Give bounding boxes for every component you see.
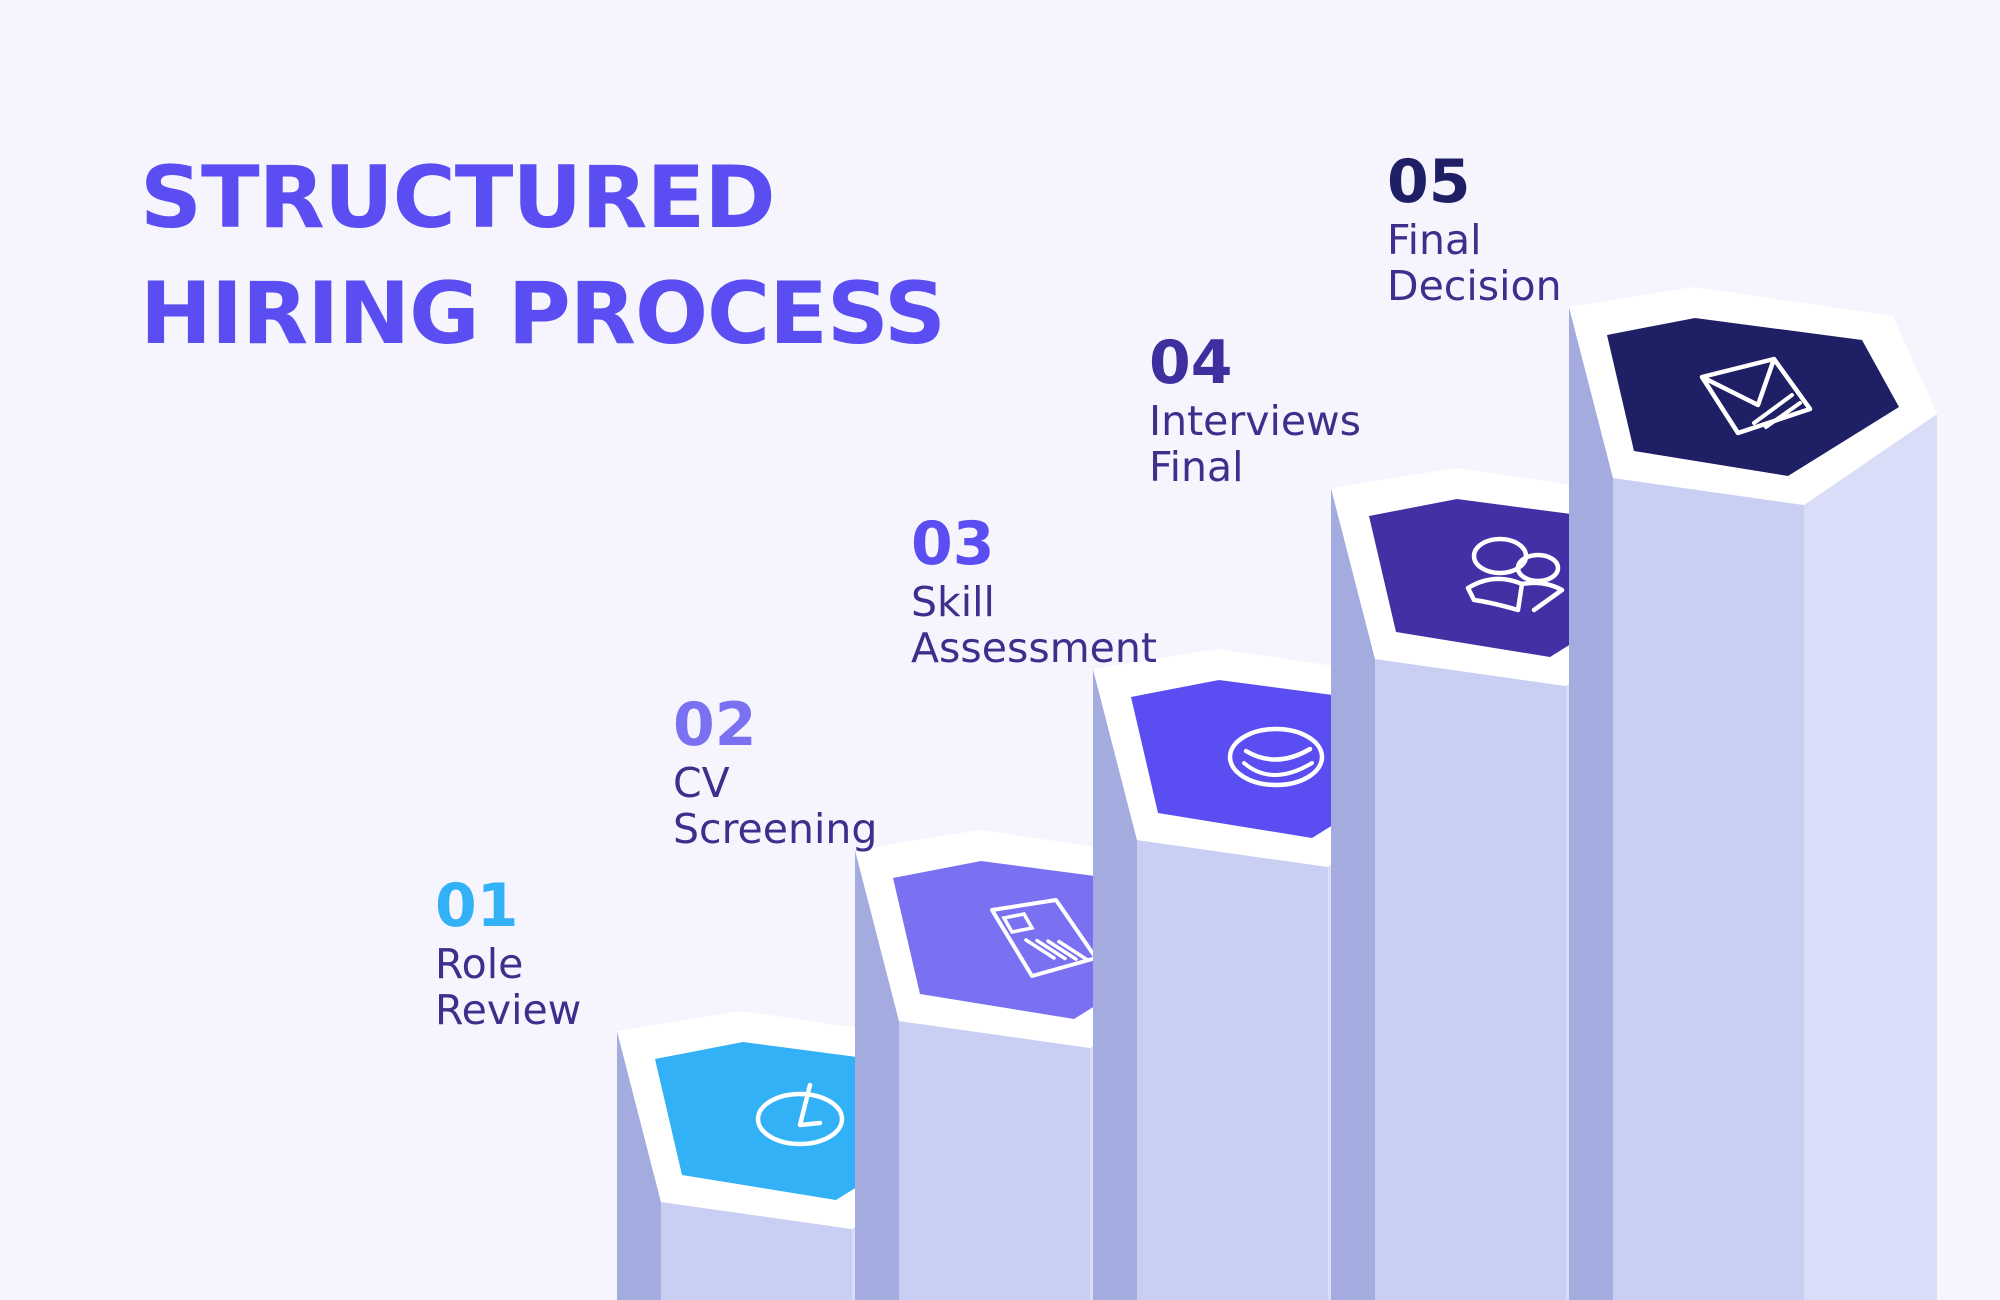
step-4-pillar-front bbox=[1375, 659, 1566, 1300]
step-title-line-2: Screening bbox=[673, 805, 878, 853]
step-title-line-1: Skill bbox=[911, 578, 995, 626]
title-line-1: STRUCTURED bbox=[140, 148, 776, 248]
step-4-pillar-side bbox=[1331, 488, 1375, 1300]
page-title: STRUCTURED HIRING PROCESS bbox=[140, 140, 946, 372]
step-2-pillar-front bbox=[899, 1021, 1090, 1300]
step-number: 02 bbox=[673, 690, 757, 760]
step-number: 01 bbox=[435, 871, 519, 941]
step-title-line-2: Review bbox=[435, 986, 582, 1034]
title-line-2: HIRING PROCESS bbox=[140, 264, 946, 364]
step-title-line-2: Final bbox=[1149, 443, 1244, 491]
users-icon bbox=[1465, 536, 1565, 613]
step-title-line-1: Final bbox=[1387, 216, 1482, 264]
step-5-pillar-front bbox=[1613, 478, 1804, 1300]
step-number: 05 bbox=[1387, 147, 1471, 217]
step-title-line-1: Role bbox=[435, 940, 524, 988]
step-5-pillar-front-right bbox=[1804, 414, 1937, 1300]
step-title-line-1: CV bbox=[673, 759, 730, 807]
step-1-pillar-side bbox=[617, 1031, 661, 1300]
step-number: 04 bbox=[1149, 328, 1233, 398]
step-5-pillar-side bbox=[1569, 307, 1613, 1300]
step-title-line-2: Assessment bbox=[911, 624, 1157, 672]
chart-icon bbox=[1227, 726, 1325, 788]
step-title-line-2: Decision bbox=[1387, 262, 1562, 310]
step-5-block bbox=[1569, 287, 1937, 1300]
step-2-pillar-side bbox=[855, 850, 899, 1300]
clock-icon bbox=[755, 1082, 845, 1147]
step-3-pillar-front bbox=[1137, 840, 1328, 1300]
step-number: 03 bbox=[911, 509, 995, 579]
envelope-icon bbox=[1699, 356, 1813, 436]
step-3-pillar-side bbox=[1093, 669, 1137, 1300]
step-1-pillar-front bbox=[661, 1202, 852, 1300]
step-5-hex bbox=[1607, 318, 1899, 476]
step-title-line-1: Interviews bbox=[1149, 397, 1362, 445]
